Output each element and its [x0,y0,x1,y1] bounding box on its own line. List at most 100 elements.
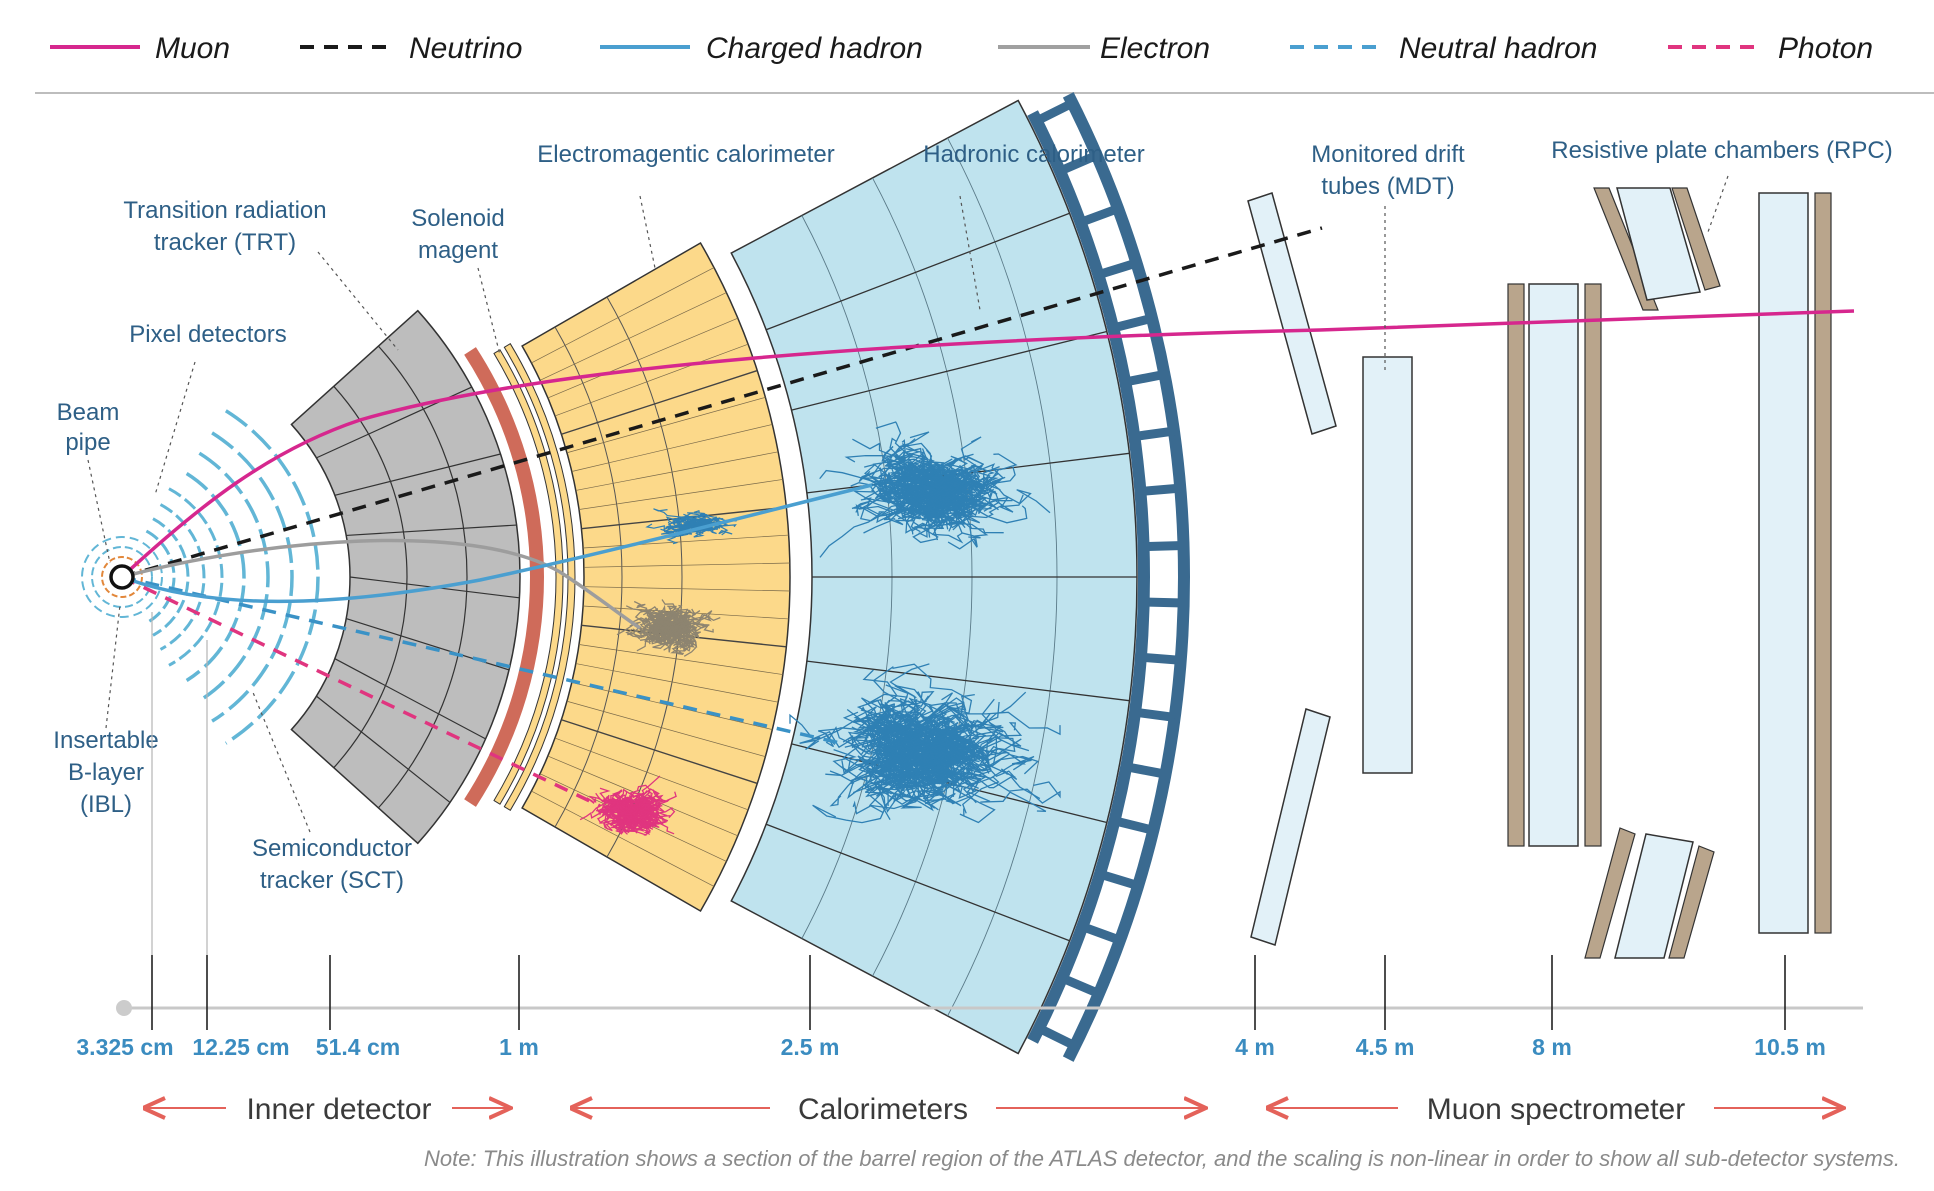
rpc-plate-top-b [1671,187,1721,291]
showerHad2-strand-120 [892,663,973,726]
label-ibl-1: Insertable [53,727,158,754]
showerHad2-strand-209 [879,698,918,732]
ibl-rings [81,536,163,618]
showerHad1-strand-75 [964,464,1000,512]
label-solenoid-1: Solenoid [411,205,504,232]
sct-arcs [185,409,320,745]
em-cell-19 [561,719,758,785]
section-calorimeters: Calorimeters [798,1093,968,1126]
legend-label-neutrino: Neutrino [409,32,522,65]
showerPhoton-strand-67 [579,802,620,821]
particle-tracks [109,226,1855,808]
showerHad2-strand-202 [842,727,940,755]
label-em-calorimeter: Electromagentic calorimeter [537,141,834,168]
showerHad2-strand-200 [908,740,952,784]
toroid-rung-2 [1078,204,1120,227]
toroid-rung-0 [1034,99,1075,126]
em-depth-1 [606,296,683,858]
toroid-rung-1 [1058,151,1099,176]
showerElectron-strand-106 [642,615,662,635]
showerPhoton-strand-119 [618,815,632,835]
trt-divider-5 [334,658,486,740]
em-cell-12 [583,586,790,592]
em-cell-1 [539,292,727,381]
track-neutrino [121,226,1323,579]
em-depth-0 [554,326,623,828]
sct-layer-0 [185,472,246,682]
scale-label-1: 12.25 cm [192,1034,289,1060]
showerElectron-strand-109 [647,633,671,644]
showerHad2-strand-208 [841,727,916,775]
showerPhoton-strand-117 [631,796,659,817]
label-solenoid-2: magent [418,237,498,264]
rpc-plate-outer [1814,192,1832,934]
label-ibl-2: B-layer [68,759,144,786]
ibl-ring [91,546,153,608]
section-muon-spectrometer: Muon spectrometer [1427,1093,1685,1126]
showerElectron-strand-103 [636,625,665,652]
scale-label-3: 1 m [499,1034,539,1060]
legend-label-neutral-hadron: Neutral hadron [1399,32,1597,65]
em-cell-16 [575,663,779,703]
em-cell-17 [571,682,773,730]
showerHad2-strand-212 [953,747,1041,800]
had-module-1 [791,330,1108,411]
showerPhoton-strand-47 [625,821,652,836]
em-cell-6 [571,424,773,472]
showerHad2-strand-182 [875,761,914,806]
showerHad2-strand-184 [894,685,941,729]
solenoid-magnet [464,347,544,807]
showerElectron-strand-107 [673,610,701,623]
showerElectron-strand-99 [647,611,667,630]
showerHad2-strand-210 [847,751,896,773]
legend-label-charged-hadron: Charged hadron [706,32,923,65]
rpc-plate-mid-right [1584,283,1602,847]
showerHad1-strand-166 [871,483,969,505]
showerHad1-strand-131 [957,476,1051,514]
showerHad2-strand-172 [865,766,933,803]
interaction-point [109,564,135,590]
showerHad1-strand-151 [913,484,957,500]
em-cell-20 [554,737,749,811]
em-cell-0 [531,267,715,364]
trt-divider-2 [346,524,517,537]
showerEmTrail-strand-41 [684,515,706,527]
showerHad1-strand-119 [887,465,929,497]
label-mdt-1: Monitored drift [1311,141,1465,168]
toroid-rung-3 [1096,258,1138,280]
charged-hadron-shower [819,421,1051,558]
mdt-chamber-bottom-tilted [1614,833,1694,959]
showerHad2-strand-213 [884,740,937,775]
showerHad2-strand-218 [850,724,902,758]
beam-pipe-ring [101,556,143,598]
pixel-detector-arcs [145,487,224,667]
showerHad2-strand-203 [963,736,1030,773]
showerPhoton-strand-110 [621,795,642,819]
trt-divider-1 [334,453,501,496]
label-mdt-2: tubes (MDT) [1321,173,1454,200]
showerPhoton-strand-105 [609,803,624,814]
showerHad1-strand-149 [901,464,978,488]
legend-label-electron: Electron [1100,32,1210,65]
em-cell-8 [578,479,783,510]
showerHad2-strand-207 [862,707,929,758]
showerHad2-strand-219 [928,721,1011,766]
had-module-4 [806,660,1130,702]
em-cell-7 [575,451,779,491]
showerPhoton-strand-118 [586,795,622,806]
scale-label-7: 8 m [1532,1034,1572,1060]
showerHad1-strand-144 [947,496,1028,524]
trt-ring-0 [333,385,408,769]
scale-label-5: 4 m [1235,1034,1275,1060]
scale-label-6: 4.5 m [1356,1034,1415,1060]
showerHad1-strand-169 [944,484,1004,534]
showerElectron-strand-94 [677,627,698,648]
em-cell-4 [561,369,758,435]
track-charged-hadron [121,483,873,604]
showerHad2-strand-199 [892,731,951,758]
label-beam-pipe-2: pipe [65,429,110,456]
label-trt-1: Transition radiation [123,197,326,224]
showerPhoton-strand-115 [636,810,664,831]
section-labels: Inner detector Calorimeters Muon spectro… [147,1093,1842,1126]
